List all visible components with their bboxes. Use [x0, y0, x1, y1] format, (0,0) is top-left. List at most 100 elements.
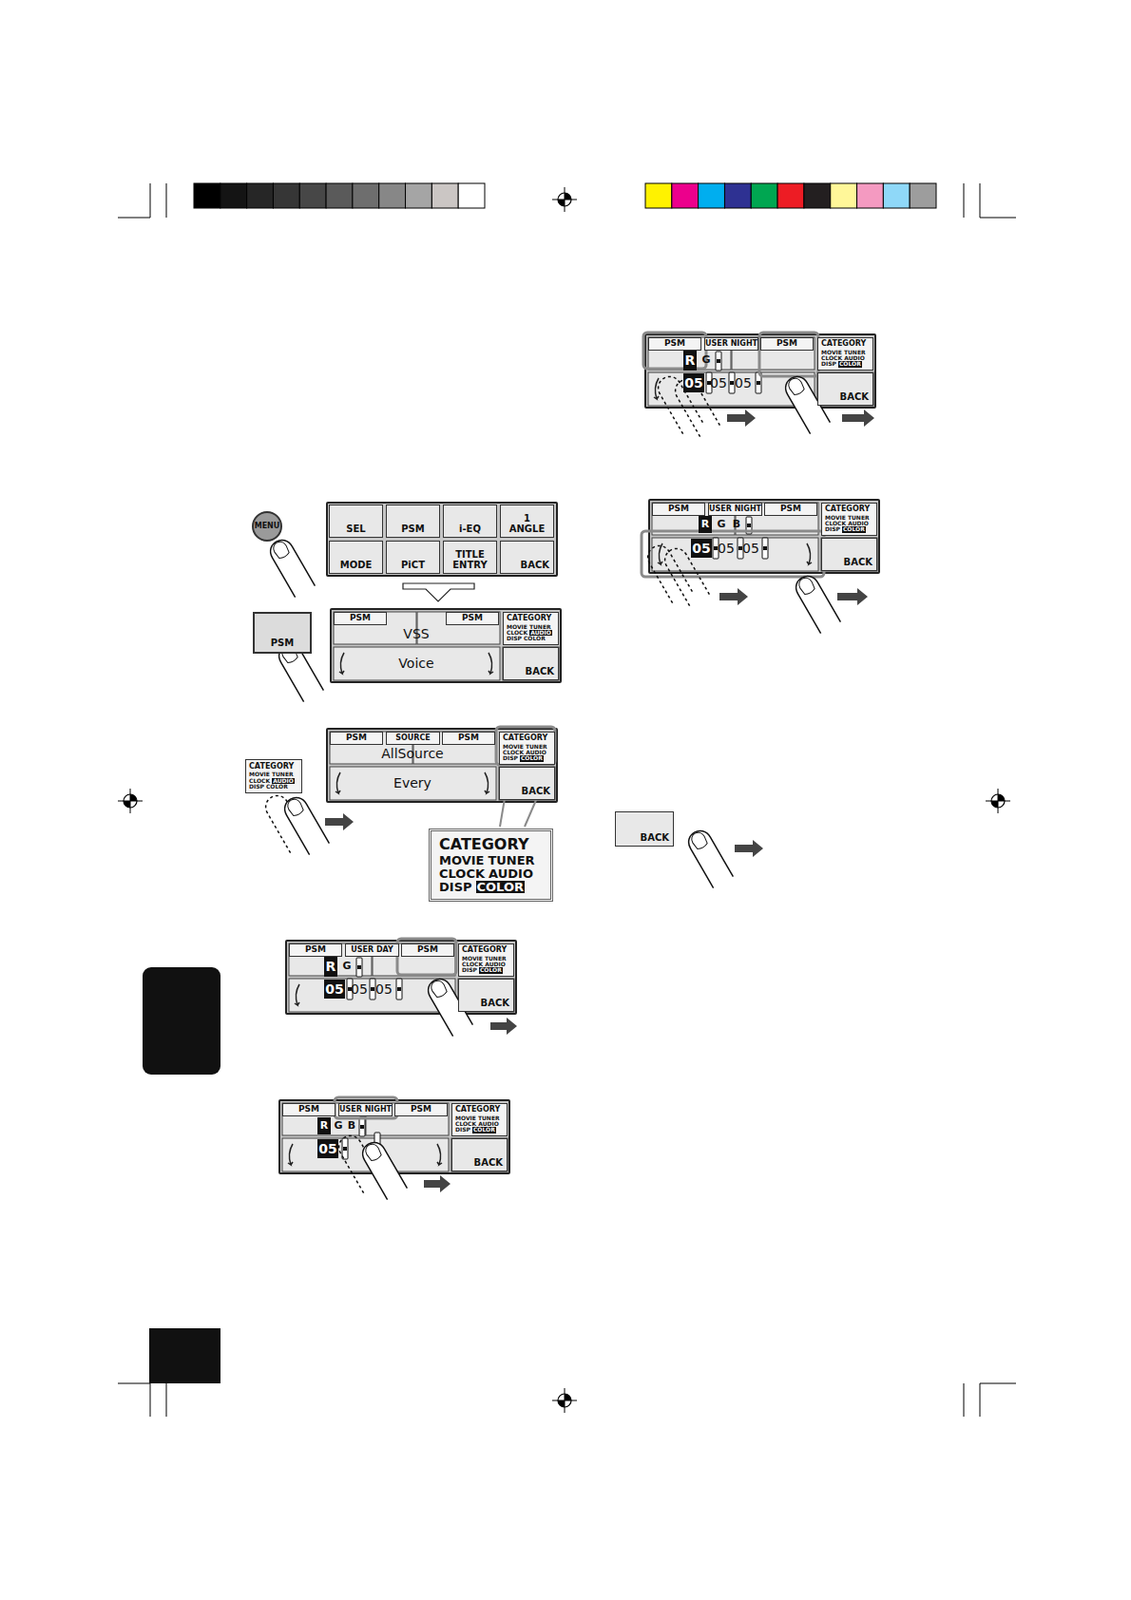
registration-mark	[997, 794, 1005, 802]
color-bar-cell	[724, 183, 751, 209]
screen-button	[451, 1138, 508, 1172]
registration-mark	[130, 788, 132, 814]
label-text: MODE	[340, 560, 373, 572]
label-text: 05	[318, 1142, 337, 1157]
back-button: BACK	[817, 372, 874, 406]
registration-mark	[557, 199, 565, 207]
gray-bar-cell	[193, 183, 221, 209]
label-text: Voice	[398, 656, 434, 671]
display-text: VSS	[349, 625, 483, 644]
scroll-arrow	[437, 1144, 442, 1166]
category-row: CLOCKAUDIO	[439, 867, 534, 882]
label-text: PSM	[668, 504, 690, 514]
label-text: PSM	[349, 613, 371, 623]
crop-mark	[979, 1383, 981, 1418]
label-text: R	[685, 353, 696, 368]
color-bar-cell	[882, 183, 910, 209]
label-text: USER NIGHT	[339, 1106, 392, 1114]
label-text: PSM	[345, 733, 367, 743]
gray-bar-cell	[299, 183, 326, 209]
finger	[643, 541, 692, 604]
label-text: COLOR	[842, 526, 866, 533]
label-text: ANGLE	[509, 524, 546, 536]
label-text: 05	[734, 376, 752, 391]
category-button: CATEGORYMOVIETUNERCLOCKAUDIODISPCOLOR	[817, 337, 874, 371]
screen-button	[329, 766, 497, 801]
gray-bar-cell	[352, 183, 380, 209]
channel-letter: B	[345, 1117, 358, 1135]
label-text: DISP	[461, 967, 478, 974]
color-bar-cell	[804, 183, 831, 209]
registration-mark	[564, 187, 566, 212]
color-bar-cell	[698, 183, 726, 209]
channel-letter: G	[341, 958, 353, 976]
scroll-arrow	[657, 543, 663, 565]
menu-button: PSM	[385, 504, 441, 538]
crop-mark	[166, 183, 168, 218]
menu-button: MODE	[328, 540, 384, 575]
category-row: DISPCOLOR	[506, 635, 546, 642]
display-text: 05	[373, 980, 395, 998]
level-slider	[716, 359, 721, 364]
category-row: DISPCOLOR	[461, 967, 503, 974]
crop-mark	[117, 217, 151, 219]
label-text: COLOR	[838, 361, 863, 367]
highlight-outline	[643, 332, 707, 369]
label-text: G	[342, 960, 351, 973]
psm-tab: PSM	[648, 337, 702, 351]
selected-channel: R	[698, 516, 712, 534]
menu-button: 1ANGLE	[499, 504, 555, 538]
label-text: PSM	[410, 1105, 432, 1114]
label-text: COLOR	[523, 635, 546, 642]
motion-arrow	[837, 588, 868, 606]
channel-letter: G	[332, 1117, 345, 1135]
label-text: COLOR	[519, 755, 544, 762]
page-number-box	[149, 1328, 221, 1384]
label-text: R	[701, 518, 710, 531]
finger	[791, 572, 841, 634]
crop-mark	[150, 1383, 152, 1418]
scroll-arrow	[335, 772, 341, 794]
psm-tab: PSM	[764, 502, 818, 517]
category-heading: CATEGORY	[439, 837, 530, 854]
label-text: DISP	[821, 361, 837, 367]
gray-bar-cell	[220, 183, 248, 209]
mode-label: USER NIGHT	[338, 1103, 393, 1117]
label-text: TUNER	[487, 854, 535, 868]
mode-label: USER DAY	[345, 943, 400, 958]
label-text: DISP	[439, 881, 473, 895]
screen-button	[333, 647, 500, 681]
registration-mark	[130, 794, 137, 802]
motion-arrow	[734, 840, 764, 858]
label-text: BACK	[840, 392, 869, 403]
level-slider	[397, 987, 402, 992]
selected-value: 05	[683, 373, 705, 393]
mode-label: USER NIGHT	[708, 502, 763, 517]
label-text: G	[333, 1120, 343, 1132]
crop-mark	[117, 1383, 151, 1385]
psm-tab: PSM	[282, 1103, 336, 1117]
lcd-screen	[649, 499, 880, 574]
scroll-arrow	[339, 652, 345, 674]
label-text: B	[347, 1120, 356, 1132]
label-text: MENU	[254, 522, 281, 531]
screen-button	[417, 612, 500, 645]
screen-button	[458, 978, 515, 1013]
step-arrow	[402, 583, 475, 602]
label-text: 05	[691, 541, 710, 556]
registration-mark	[991, 801, 998, 808]
mode-label: USER NIGHT	[704, 337, 759, 351]
label-text: PSM	[401, 524, 424, 536]
gray-bar-cell	[379, 183, 406, 209]
label-text: PSM	[461, 613, 483, 623]
crop-mark	[979, 217, 1016, 219]
label-text: 05	[742, 541, 760, 556]
motion-arrow	[325, 813, 354, 831]
registration-mark	[123, 801, 131, 808]
highlight-outline	[397, 939, 457, 976]
selected-value: R	[324, 957, 338, 978]
label-text: SEL	[345, 524, 365, 536]
label-text: DISP	[455, 1127, 471, 1133]
label-text: PSM	[417, 945, 439, 955]
category-row: DISPCOLOR	[249, 784, 288, 790]
